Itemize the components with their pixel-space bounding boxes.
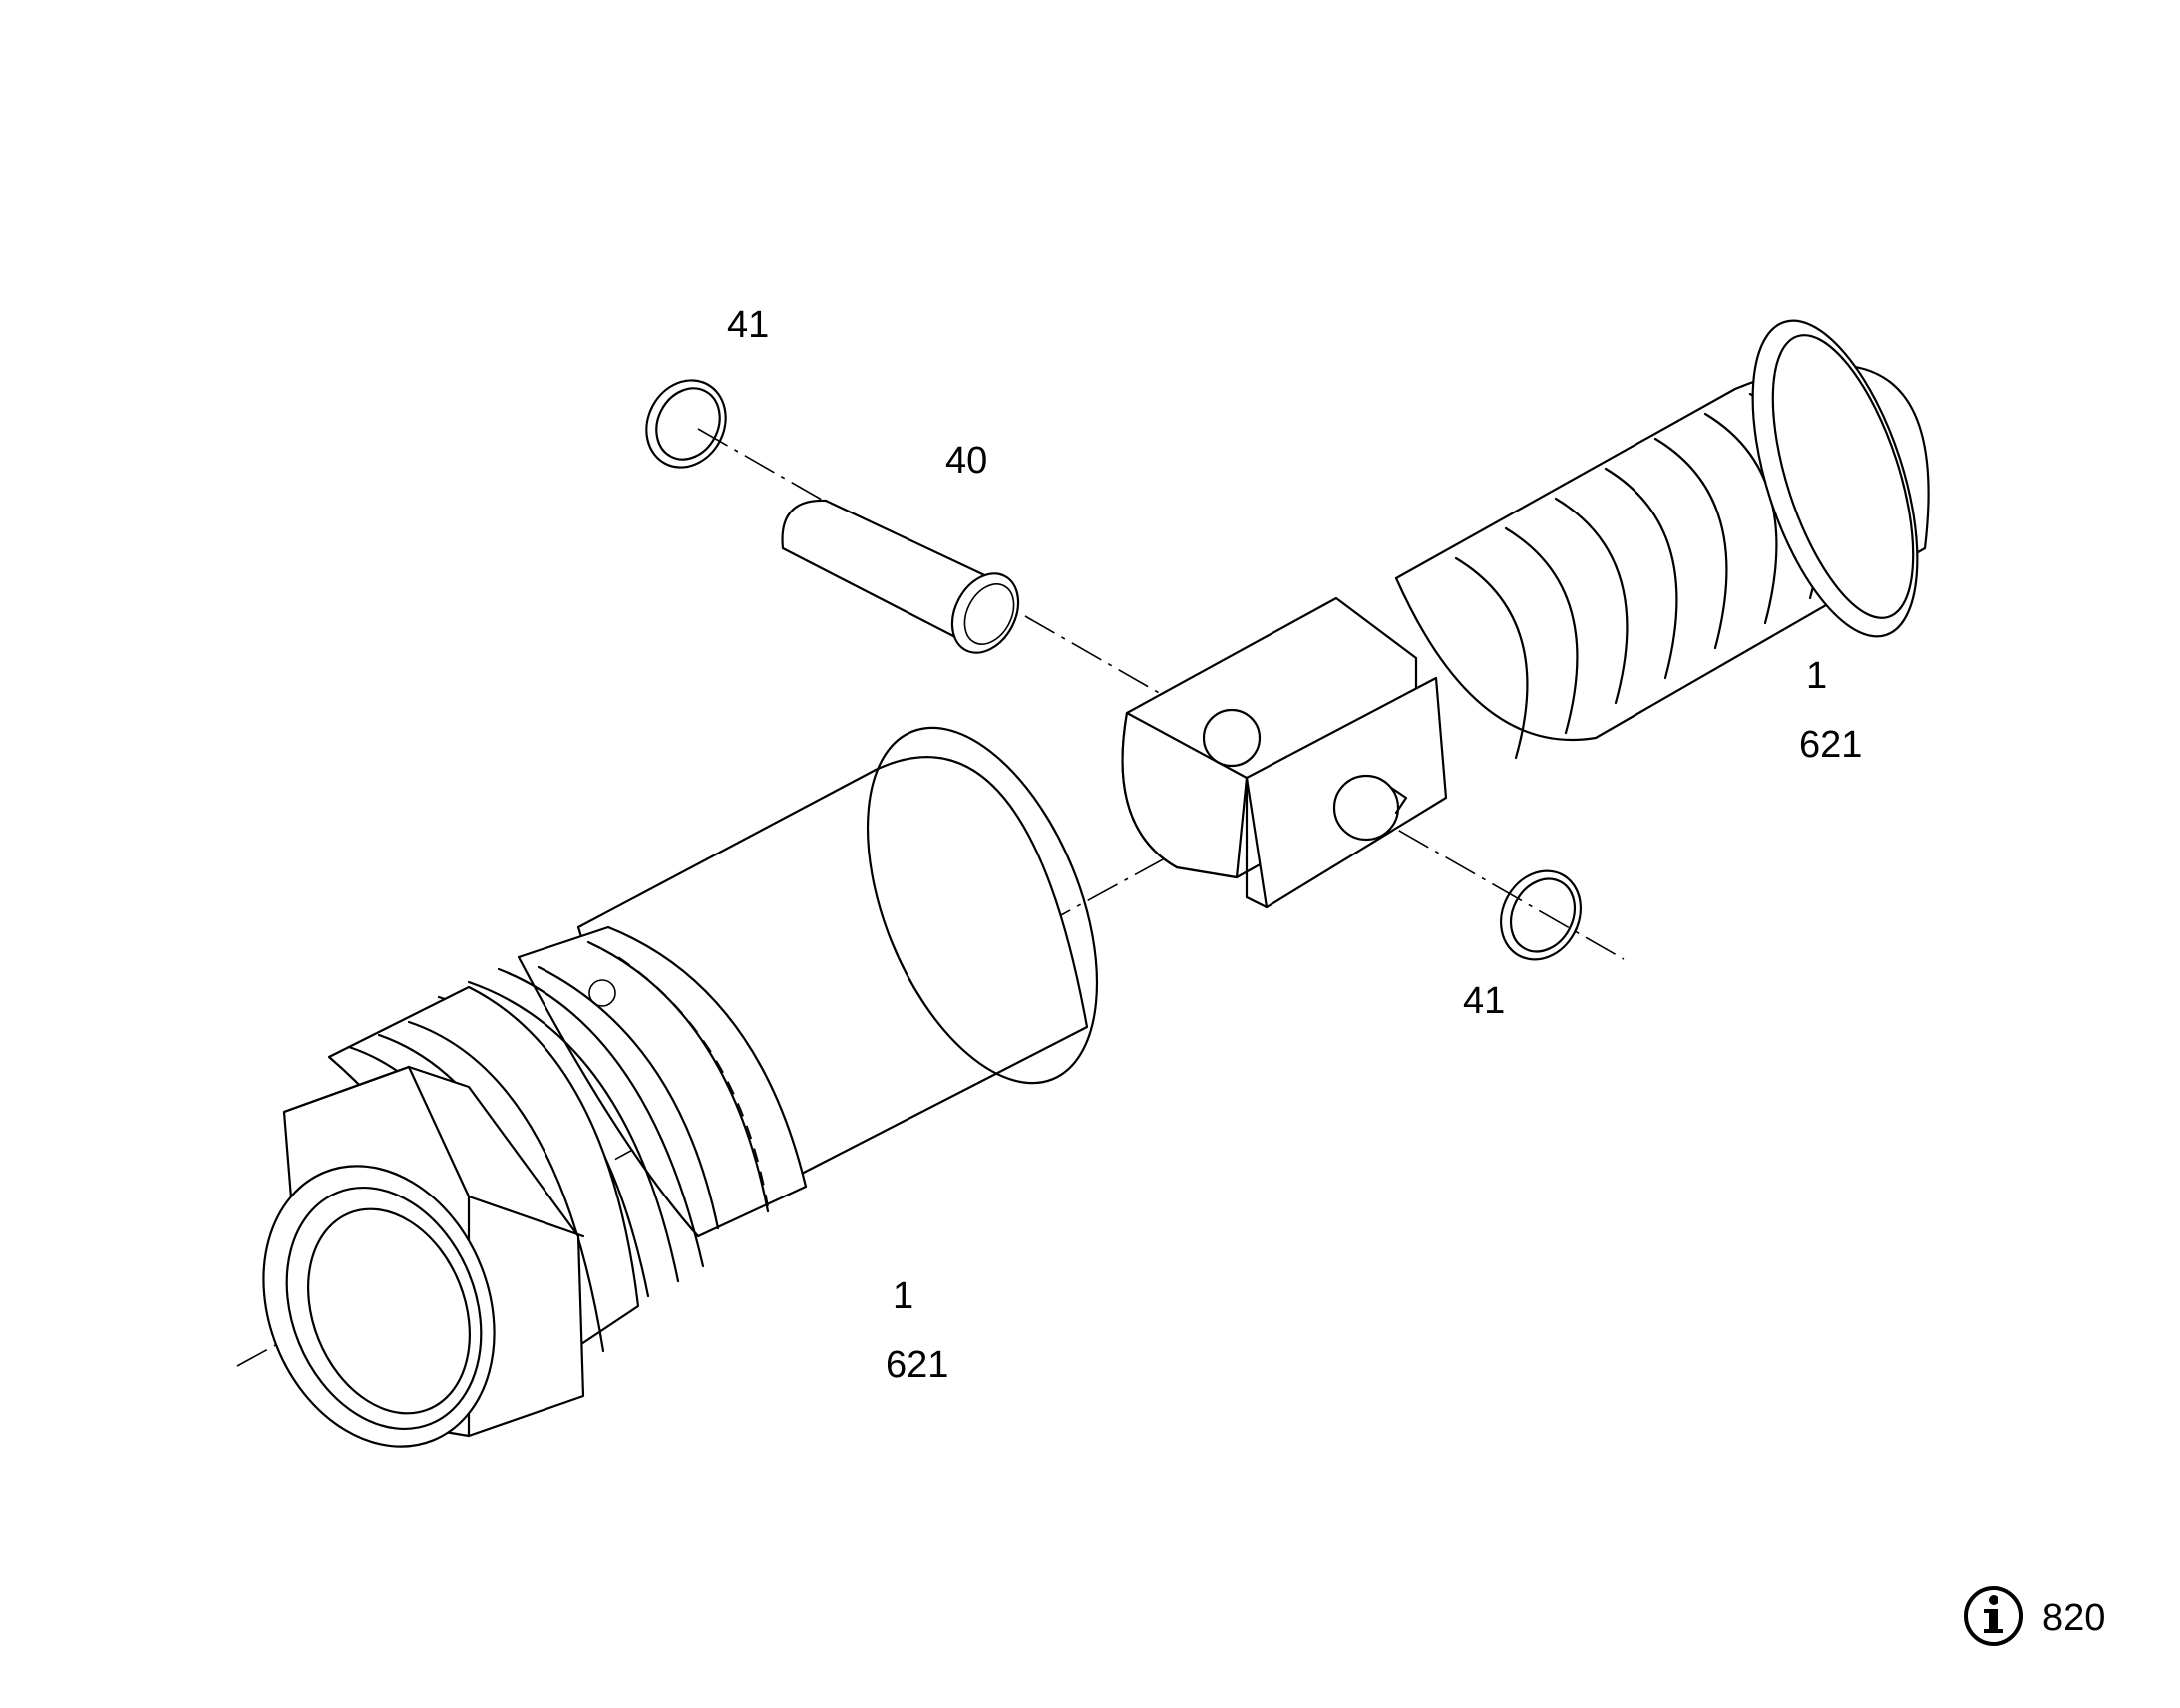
callout-ring-bottom: 41: [1463, 980, 1505, 1022]
cylindrical-pin: [781, 499, 1020, 654]
threaded-insert: [1121, 319, 1930, 909]
housing-body: [262, 726, 1099, 1448]
callout-ring-top: 41: [727, 304, 769, 346]
callout-insert-item: 1: [1806, 655, 1827, 697]
retaining-ring-top: [645, 379, 727, 469]
info-icon: [1964, 1586, 2023, 1646]
callout-body-ref: 621: [886, 1344, 948, 1386]
callout-body-item: 1: [893, 1275, 913, 1317]
callout-insert-ref: 621: [1799, 724, 1862, 766]
retaining-ring-bottom: [1499, 869, 1583, 961]
footer-ref-number: 820: [2042, 1597, 2105, 1639]
callout-pin: 40: [945, 440, 987, 482]
